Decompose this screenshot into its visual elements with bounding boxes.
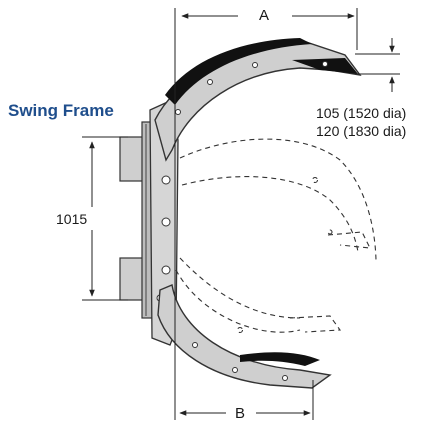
lower-contact-pad: [240, 352, 320, 366]
tip-dimension-label-2: 120 (1830 dia): [316, 123, 407, 139]
open-position-outline: [175, 138, 377, 334]
pivot: [161, 265, 171, 275]
dimension-a-label: A: [259, 7, 270, 24]
tip-dimension-label-1: 105 (1520 dia): [316, 105, 407, 121]
lower-mount-block: [119, 257, 145, 301]
dimension-lines: [82, 8, 400, 420]
upper-mount-block: [119, 136, 145, 182]
upper-contact-pad: [165, 38, 312, 105]
lower-arm: [157, 284, 332, 389]
pivot: [161, 175, 171, 185]
swing-frame-title: Swing Frame: [8, 101, 114, 120]
dimension-b-label: B: [235, 405, 246, 422]
dimension-height-label: 1015: [56, 211, 88, 227]
upper-arm: [154, 38, 362, 162]
pivot: [161, 217, 171, 227]
